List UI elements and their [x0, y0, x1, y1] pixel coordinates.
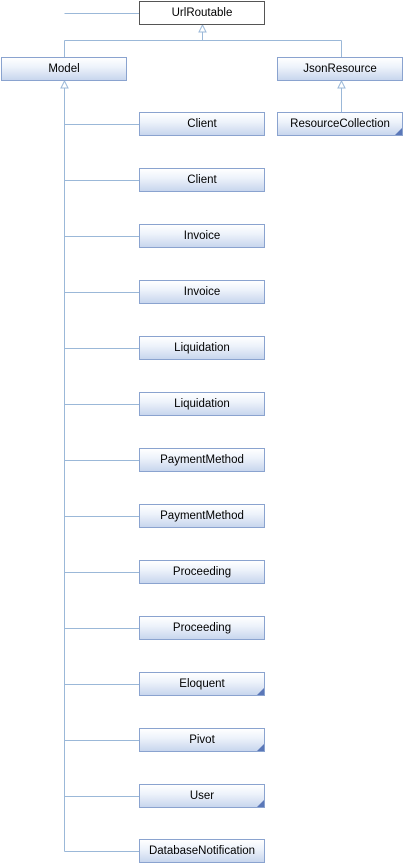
class-node-invoice-1[interactable]: Invoice: [139, 224, 265, 248]
class-node-label: Model: [48, 63, 80, 75]
class-node-user[interactable]: User: [139, 784, 265, 808]
class-node-label: Liquidation: [174, 398, 230, 410]
arrowhead-model: [60, 79, 69, 89]
class-node-label: Proceeding: [172, 566, 232, 578]
class-node-eloquent[interactable]: Eloquent: [139, 672, 265, 696]
class-node-label: Client: [187, 174, 217, 186]
fold-marker-icon: [257, 800, 264, 807]
class-node-model[interactable]: Model: [1, 57, 127, 81]
class-node-label: JsonResource: [303, 63, 377, 75]
class-node-label: Invoice: [183, 230, 221, 242]
arrowhead-urlroutable: [198, 23, 207, 33]
fold-marker-icon: [257, 688, 264, 695]
class-node-label: Invoice: [183, 286, 221, 298]
model-branches: [64, 13, 139, 852]
class-node-label: Pivot: [189, 734, 215, 746]
fold-marker-icon: [257, 744, 264, 751]
class-node-label: Proceeding: [172, 622, 232, 634]
class-node-paymentmethod-1[interactable]: PaymentMethod: [139, 448, 265, 472]
class-node-databasenotification[interactable]: DatabaseNotification: [139, 839, 265, 863]
class-node-label: Liquidation: [174, 342, 230, 354]
class-node-label: PaymentMethod: [160, 454, 244, 466]
class-node-paymentmethod-2[interactable]: PaymentMethod: [139, 504, 265, 528]
class-node-client-1[interactable]: Client: [139, 112, 265, 136]
class-node-urlroutable[interactable]: UrlRoutable: [139, 1, 265, 25]
class-node-proceeding-1[interactable]: Proceeding: [139, 560, 265, 584]
class-node-label: ResourceCollection: [290, 118, 390, 130]
class-node-resourcecollection[interactable]: ResourceCollection: [277, 112, 403, 136]
class-node-label: UrlRoutable: [171, 7, 233, 19]
class-node-liquidation-1[interactable]: Liquidation: [139, 336, 265, 360]
class-node-label: User: [189, 790, 215, 802]
class-node-label: Client: [187, 118, 217, 130]
class-node-pivot[interactable]: Pivot: [139, 728, 265, 752]
class-node-label: DatabaseNotification: [148, 845, 256, 857]
arrowhead-jsonresource: [337, 79, 346, 89]
class-node-liquidation-2[interactable]: Liquidation: [139, 392, 265, 416]
class-node-label: PaymentMethod: [160, 510, 244, 522]
edge-urlroutable-children: [64, 25, 342, 57]
class-node-client-2[interactable]: Client: [139, 168, 265, 192]
class-node-invoice-2[interactable]: Invoice: [139, 280, 265, 304]
class-node-label: Eloquent: [179, 678, 225, 690]
class-node-proceeding-2[interactable]: Proceeding: [139, 616, 265, 640]
fold-marker-icon: [395, 128, 402, 135]
class-node-jsonresource[interactable]: JsonResource: [277, 57, 403, 81]
